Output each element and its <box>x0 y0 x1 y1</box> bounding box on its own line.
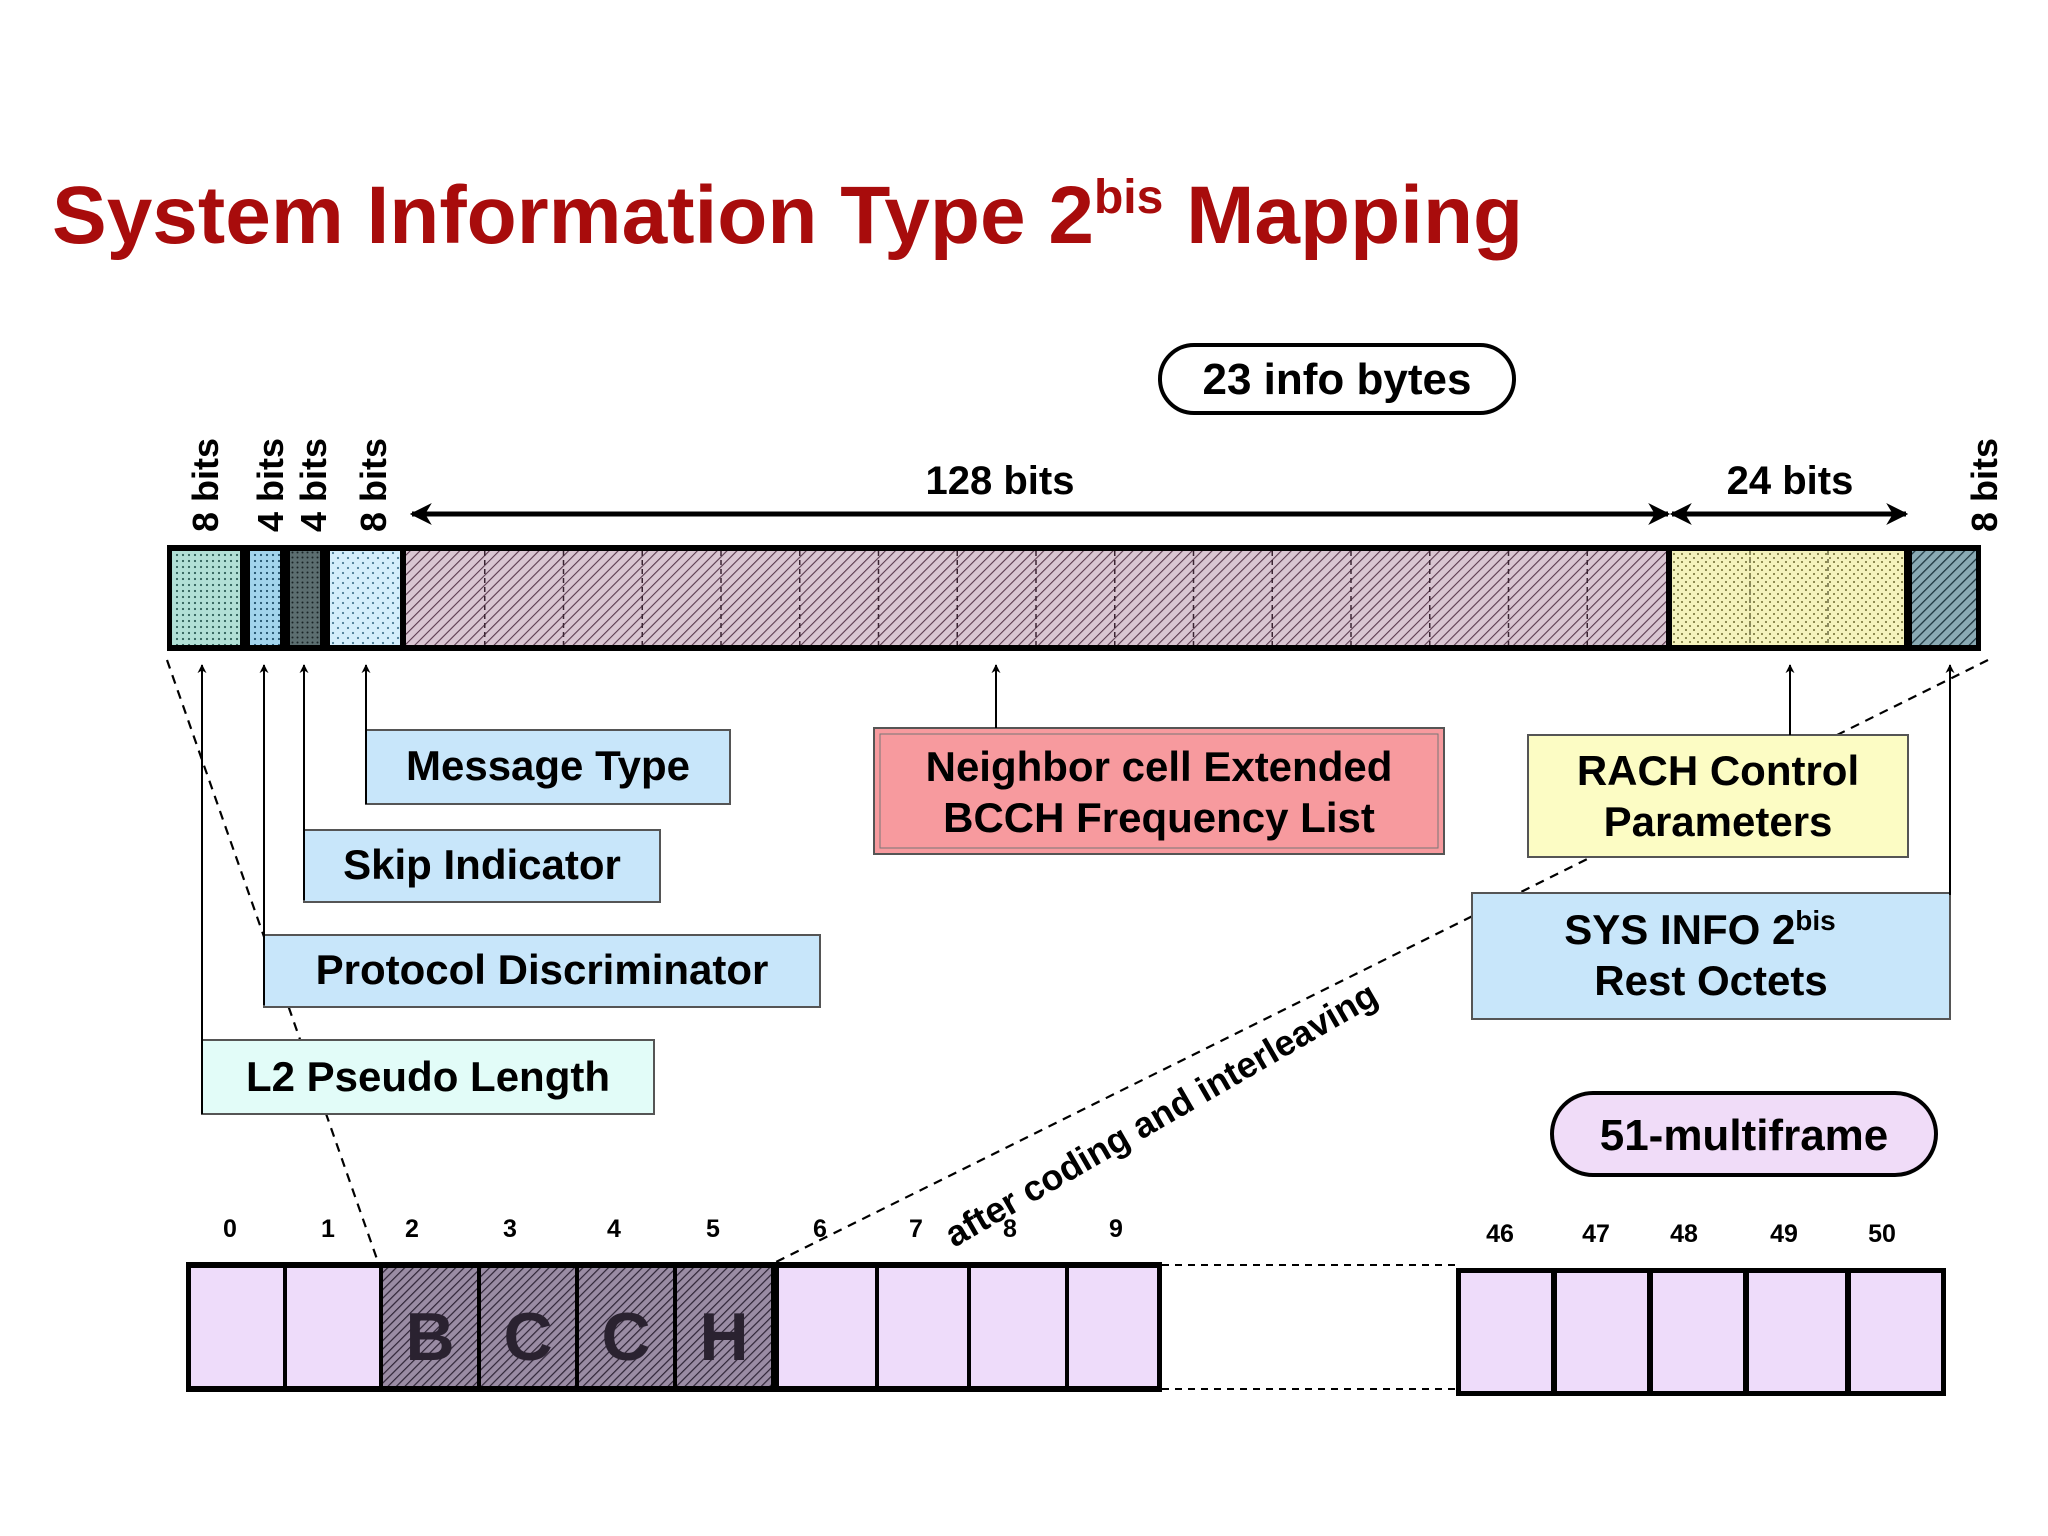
frame-cell-bcch <box>481 1268 575 1386</box>
rach-control-label-line2: Parameters <box>1604 798 1833 845</box>
frame-number: 8 <box>1003 1215 1017 1243</box>
title-suffix: Mapping <box>1163 170 1523 261</box>
frame-cell <box>879 1268 967 1386</box>
bits-label-si: 4 bits <box>293 438 334 532</box>
l2-pseudo-length-label: L2 Pseudo Length <box>246 1053 610 1100</box>
frame-cell <box>1461 1273 1551 1391</box>
bits-label-rest: 8 bits <box>1964 438 2005 532</box>
field-rest-octets <box>1912 551 1976 645</box>
message-bit-bar <box>167 545 1981 651</box>
frame-cell <box>1557 1273 1647 1391</box>
info-bytes-label: 23 info bytes <box>1203 355 1472 404</box>
bcch-letter: C <box>503 1299 552 1375</box>
neighbor-cell-box-inner <box>879 733 1439 849</box>
frame-number: 49 <box>1770 1220 1798 1248</box>
frame-cell <box>1069 1268 1157 1386</box>
frame-number: 50 <box>1868 1220 1896 1248</box>
mapping-line-left <box>165 659 380 1263</box>
rach-control-label-line1: RACH Control <box>1577 747 1859 794</box>
frame-cell-bcch <box>579 1268 673 1386</box>
title-superscript: bis <box>1094 171 1163 224</box>
field-rach-control <box>1672 551 1904 645</box>
sysinfo-superscript: bis <box>1795 905 1835 936</box>
sysinfo-label-line2: Rest Octets <box>1594 957 1827 1004</box>
message-type-label: Message Type <box>406 742 690 789</box>
frame-cell <box>1851 1273 1941 1391</box>
neighbor-cell-label-line1: Neighbor cell Extended <box>926 743 1393 790</box>
frame-cells-right <box>1461 1273 1941 1391</box>
bcch-letter: H <box>699 1299 748 1375</box>
frame-number: 6 <box>813 1215 827 1243</box>
field-l2-pseudo-length <box>172 551 240 645</box>
frame-number: 47 <box>1582 1220 1610 1248</box>
neighbor-span-label: 128 bits <box>926 459 1075 503</box>
protocol-discriminator-label: Protocol Discriminator <box>316 946 769 993</box>
frame-cell-bcch <box>677 1268 771 1386</box>
multiframe-right-group <box>1456 1268 1946 1396</box>
info-bytes-pill <box>1158 343 1516 415</box>
field-protocol-discriminator <box>250 551 280 645</box>
frame-number: 48 <box>1670 1220 1698 1248</box>
frame-cell <box>1653 1273 1743 1391</box>
multiframe-label: 51-multiframe <box>1600 1111 1889 1160</box>
frame-cell <box>191 1268 283 1386</box>
frame-number: 1 <box>321 1215 335 1243</box>
coding-interleaving-annotation: after coding and interleaving <box>938 973 1385 1255</box>
frame-number: 2 <box>405 1215 419 1243</box>
bcch-letter: B <box>405 1299 454 1375</box>
frame-number: 3 <box>503 1215 517 1243</box>
frame-cell <box>1749 1273 1845 1391</box>
frame-number: 7 <box>909 1215 923 1243</box>
frame-number-labels: 0 1 2 3 4 5 6 7 8 9 46 47 48 49 50 <box>223 1215 1896 1248</box>
sysinfo-line1-text: SYS INFO 2 <box>1564 906 1795 953</box>
page-title: System Information Type 2bis Mapping <box>52 170 1523 261</box>
sysinfo-rest-octets-box <box>1471 892 1951 1020</box>
frame-number: 9 <box>1109 1215 1123 1243</box>
title-main-text: System Information Type 2 <box>52 170 1094 261</box>
frame-cell-bcch <box>383 1268 477 1386</box>
field-skip-indicator <box>290 551 320 645</box>
bcch-letter: C <box>601 1299 650 1375</box>
neighbor-cell-box <box>873 727 1445 855</box>
bits-label-mt: 8 bits <box>353 438 394 532</box>
skip-indicator-label: Skip Indicator <box>343 841 621 888</box>
message-type-box <box>365 729 731 805</box>
frame-number: 46 <box>1486 1220 1514 1248</box>
field-message-type <box>330 551 400 645</box>
frame-cell <box>287 1268 379 1386</box>
sysinfo-label-line1: SYS INFO 2bis <box>1564 905 1836 953</box>
rach-span-label: 24 bits <box>1727 459 1854 503</box>
neighbor-byte-dividers <box>484 551 1588 645</box>
frame-cell <box>971 1268 1065 1386</box>
protocol-discriminator-box <box>263 934 821 1008</box>
frame-number: 0 <box>223 1215 237 1243</box>
frame-cell <box>779 1268 875 1386</box>
frame-number: 4 <box>607 1215 621 1243</box>
bits-label-l2: 8 bits <box>185 438 226 532</box>
bits-label-pd: 4 bits <box>250 438 291 532</box>
multiframe-pill <box>1550 1091 1938 1177</box>
frame-number: 5 <box>706 1215 720 1243</box>
neighbor-cell-label-line2: BCCH Frequency List <box>943 794 1375 841</box>
rach-control-box <box>1527 734 1909 858</box>
